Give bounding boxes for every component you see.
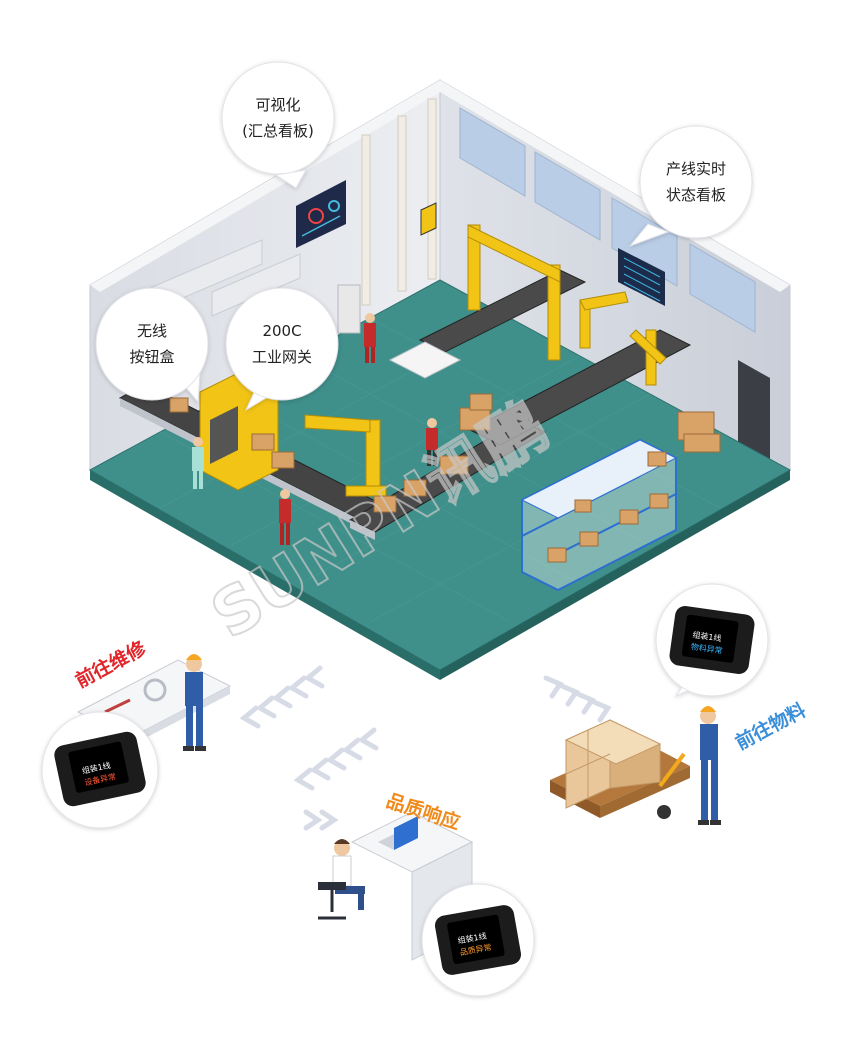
robot-arm-front <box>304 414 387 497</box>
white-table <box>388 341 462 379</box>
floor-edge <box>90 470 440 680</box>
bubble-button-line2: 按钮盒 <box>129 348 174 366</box>
pallet-boxes <box>550 719 690 818</box>
bubble-gateway-line1: 200C <box>262 322 301 340</box>
cardboard-boxes <box>169 393 721 513</box>
task-label-material: 前往物料 <box>732 698 810 754</box>
right-wall-top <box>440 80 790 292</box>
material-worker <box>698 706 721 825</box>
bubble-status-line1: 产线实时 <box>666 160 726 178</box>
line-status-board-screen <box>618 248 665 306</box>
watch-material-line2: 物料异常 <box>690 641 723 655</box>
repair-worker <box>183 654 206 751</box>
storage-shelf <box>520 438 678 592</box>
control-terminal <box>337 284 361 334</box>
watch-material-line1: 组装1线 <box>692 629 722 643</box>
bubble-visual-dashboard: 可视化 (汇总看板) <box>221 61 335 189</box>
office-chair <box>318 882 346 920</box>
chevrons-material <box>543 675 612 723</box>
floor-edge-right <box>440 470 790 680</box>
laptop <box>378 816 418 850</box>
bubble-button-box: 无线 按钮盒 <box>95 287 209 404</box>
bubble-button-line1: 无线 <box>137 322 167 340</box>
watch-material: 组装1线 物料异常 <box>655 583 769 698</box>
factory-workers <box>192 313 438 545</box>
pallet-jack <box>657 752 686 819</box>
windows <box>459 107 756 333</box>
material-scene <box>550 706 721 825</box>
bubble-status-line2: 状态看板 <box>666 186 726 204</box>
conveyor-back <box>418 269 692 446</box>
quality-worker <box>332 839 365 910</box>
bubble-gateway: 200C 工业网关 <box>225 287 339 412</box>
watch-quality: 组装1线 品质异常 <box>421 883 535 997</box>
conveyor-middle <box>348 419 547 540</box>
robot-arm-back <box>579 291 667 386</box>
watch-repair: 组装1线 设备异常 <box>41 711 159 829</box>
bubble-status-board: 产线实时 状态看板 <box>628 125 753 248</box>
warning-sign <box>420 202 437 236</box>
door <box>738 360 770 470</box>
bubble-visual-line1: 可视化 <box>255 96 300 114</box>
summary-dashboard-screen <box>296 180 346 248</box>
bubble-visual-line2: (汇总看板) <box>242 122 314 140</box>
bubble-gateway-line2: 工业网关 <box>252 348 312 366</box>
gantry-robot <box>467 224 561 361</box>
chevrons-repair <box>239 665 325 729</box>
pillars <box>361 98 437 306</box>
chevrons-quality <box>293 727 379 791</box>
left-wall-top <box>90 80 440 292</box>
chevrons-bottom <box>303 809 339 831</box>
